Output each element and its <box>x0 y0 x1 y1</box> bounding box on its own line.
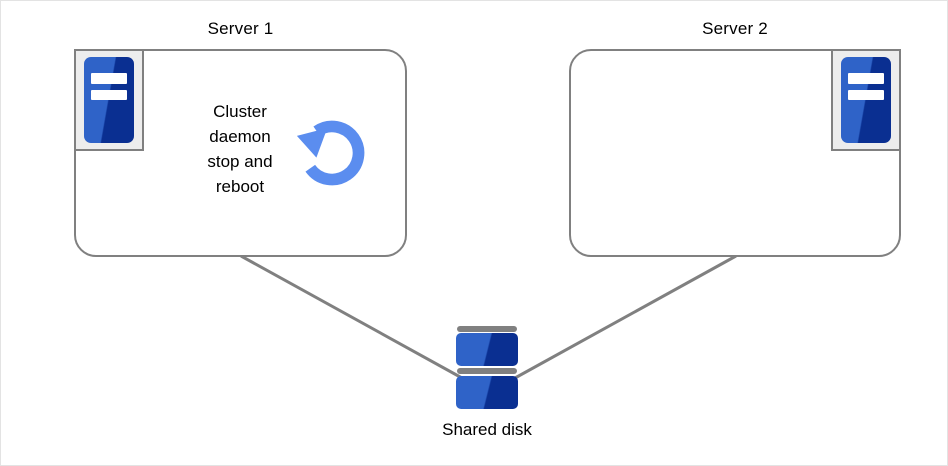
cluster-daemon-annotation: Cluster daemon stop and reboot <box>207 102 273 196</box>
disk-platter-bottom <box>456 376 518 409</box>
reboot-icon <box>296 120 365 186</box>
server-machine-slot-bar <box>848 73 884 85</box>
server-2-label: Server 2 <box>702 19 768 38</box>
server-machine-body <box>84 57 134 143</box>
server-machine-body <box>841 57 891 143</box>
server-machine-icon <box>831 49 901 151</box>
server-1-label: Server 1 <box>207 19 274 38</box>
server-machine-slot-bar <box>91 73 127 85</box>
shared-disk-icon <box>456 326 518 412</box>
disk-middle-bar <box>457 368 517 374</box>
server-machine-slot-bar <box>848 89 884 101</box>
server-machine-slot-bar <box>91 89 127 101</box>
disk-platter-top <box>456 333 518 366</box>
shared-disk-label: Shared disk <box>442 420 532 439</box>
server-machine-icon <box>74 49 144 151</box>
disk-top-bar <box>457 326 517 332</box>
connector-server2-to-disk <box>514 254 737 380</box>
connector-server1-to-disk <box>240 254 463 380</box>
